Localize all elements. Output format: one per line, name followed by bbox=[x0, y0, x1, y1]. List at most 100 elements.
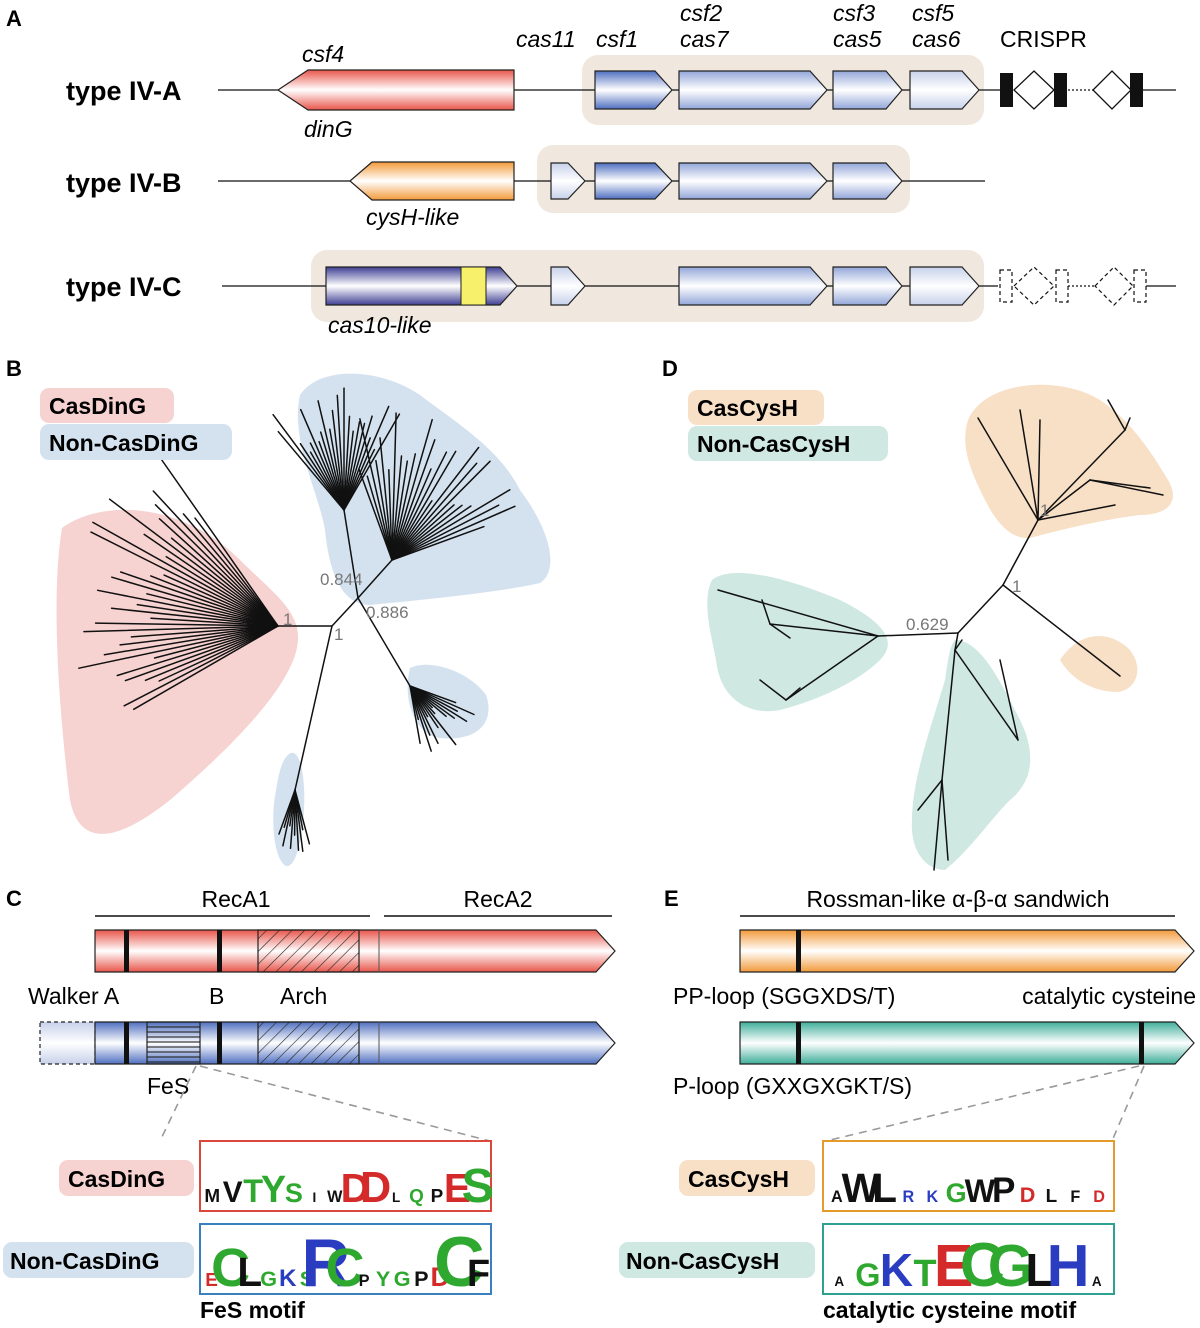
tree-branch bbox=[366, 475, 393, 561]
logo-letter: C bbox=[960, 1231, 1005, 1300]
legend-casding-bg bbox=[40, 388, 174, 423]
logo-letter: L bbox=[392, 1190, 400, 1205]
logo-letter: G bbox=[855, 1257, 880, 1293]
logo-letter: D bbox=[1020, 1182, 1036, 1207]
tree-branch bbox=[83, 625, 279, 633]
tree-branch bbox=[136, 603, 279, 627]
tree-branch bbox=[78, 625, 279, 669]
tree-branch bbox=[110, 607, 279, 627]
panel-a: A type IV-A type IV-B type IV-C csf4 din… bbox=[6, 0, 1176, 338]
domain-reca1: RecA1 bbox=[201, 886, 270, 912]
legend-noncascysh: Non-CasCysH bbox=[697, 431, 850, 457]
motif-arch: Arch bbox=[280, 983, 327, 1009]
tree-branch bbox=[391, 489, 511, 561]
zoom-line bbox=[1111, 1065, 1145, 1142]
support-value: 1 bbox=[334, 625, 343, 644]
tree-branch bbox=[170, 537, 279, 627]
logo-letter: W bbox=[327, 1188, 343, 1206]
tree-branch bbox=[379, 437, 393, 561]
tree-branch bbox=[299, 408, 345, 511]
tree-branch bbox=[391, 462, 478, 561]
logo-letter: S bbox=[462, 1159, 494, 1213]
cascysh-cluster-top-bg bbox=[965, 384, 1173, 539]
logo-letter: K bbox=[926, 1188, 938, 1206]
logo-letter: W bbox=[842, 1165, 881, 1211]
logo-letter: T bbox=[243, 1173, 263, 1209]
tree-branch bbox=[343, 421, 361, 511]
crispr-array-dashed bbox=[999, 266, 1147, 306]
logo-letter: S bbox=[285, 1178, 303, 1208]
tree-branch bbox=[391, 505, 516, 561]
tree-branch bbox=[391, 504, 455, 561]
walker-b-mark bbox=[217, 1022, 222, 1064]
tree-branch bbox=[277, 430, 345, 511]
tree-branch bbox=[358, 468, 393, 561]
pp-loop-mark bbox=[796, 930, 801, 972]
crispr-repeat bbox=[1000, 73, 1013, 107]
arch-domain bbox=[257, 929, 360, 973]
noncascysh-cluster-bottom-bg bbox=[911, 640, 1031, 870]
tree-branch bbox=[163, 574, 279, 627]
tree-branch bbox=[153, 625, 279, 659]
logo-letter: D bbox=[1093, 1188, 1105, 1206]
label-cas6: cas6 bbox=[912, 26, 961, 52]
support-value: 1 bbox=[283, 610, 292, 629]
tree-branch bbox=[391, 412, 397, 561]
tree-branch bbox=[391, 451, 448, 561]
noncasding-cluster-mid-bg bbox=[407, 664, 489, 739]
logo-letter: C bbox=[326, 1238, 365, 1298]
tree-branch bbox=[409, 685, 457, 746]
tree-branch bbox=[158, 518, 279, 627]
legend-cascysh-bg bbox=[688, 390, 824, 425]
label-cas5: cas5 bbox=[833, 26, 882, 52]
tree-branch bbox=[150, 575, 279, 627]
row-label-iv-c: type IV-C bbox=[66, 272, 182, 302]
panel-e: E Rossman-like α-β-α sandwich PP-loop (S… bbox=[619, 886, 1196, 1323]
legend-noncasding-bg bbox=[40, 424, 232, 460]
tree-branch bbox=[124, 625, 279, 682]
tree-branch bbox=[194, 517, 279, 627]
tree-branch bbox=[391, 450, 457, 561]
crispr-spacer bbox=[1092, 70, 1132, 110]
legend-casding: CasDinG bbox=[49, 393, 146, 419]
logo-label-casding: CasDinG bbox=[68, 1166, 165, 1192]
support-value: 1 bbox=[1012, 577, 1021, 596]
logo-letter: G bbox=[260, 1266, 277, 1291]
tree-branch bbox=[103, 625, 279, 656]
tree-branch bbox=[272, 413, 345, 511]
tree-branch bbox=[375, 459, 393, 561]
logo-letter: C bbox=[434, 1222, 485, 1301]
row-label-iv-b: type IV-B bbox=[66, 168, 182, 198]
tree-branch bbox=[92, 521, 279, 627]
panel-d: D bbox=[662, 356, 1173, 871]
logo-letter: I bbox=[313, 1190, 317, 1205]
tree-branch bbox=[143, 533, 279, 627]
zoom-line bbox=[199, 1065, 491, 1142]
gene-cysH bbox=[349, 161, 515, 201]
crispr-repeat bbox=[1130, 73, 1143, 107]
tree-branch bbox=[150, 617, 279, 627]
gene-cas11-b bbox=[550, 162, 586, 200]
fes-domain bbox=[146, 1021, 201, 1065]
noncasding-cluster-top-bg bbox=[297, 373, 551, 605]
logo-letter: A bbox=[831, 1188, 843, 1206]
tree-branch bbox=[391, 468, 432, 561]
tree-branch bbox=[391, 504, 463, 561]
logo-letter: F bbox=[467, 1253, 490, 1295]
motif-catalytic-cysteine: catalytic cysteine bbox=[1022, 983, 1196, 1009]
logo-label-noncasding-bg bbox=[3, 1242, 194, 1278]
panel-b: B 0.844 0.886 1 1 CasDinG Non-CasDinG bbox=[6, 356, 551, 867]
crispr-spacer bbox=[1013, 70, 1055, 110]
tree-branch bbox=[119, 625, 279, 646]
walker-b-mark bbox=[217, 930, 222, 972]
logo-letter: R bbox=[903, 1188, 915, 1206]
gene-csf1-a bbox=[594, 70, 673, 110]
tree-branch bbox=[359, 418, 393, 561]
tree-branch bbox=[391, 460, 491, 561]
tree-branch bbox=[409, 685, 475, 716]
logo-letter: A bbox=[834, 1274, 844, 1289]
logo-letter: Y bbox=[376, 1266, 391, 1291]
label-csf2: csf2 bbox=[680, 0, 722, 26]
logo-letter: L bbox=[1025, 1244, 1053, 1296]
